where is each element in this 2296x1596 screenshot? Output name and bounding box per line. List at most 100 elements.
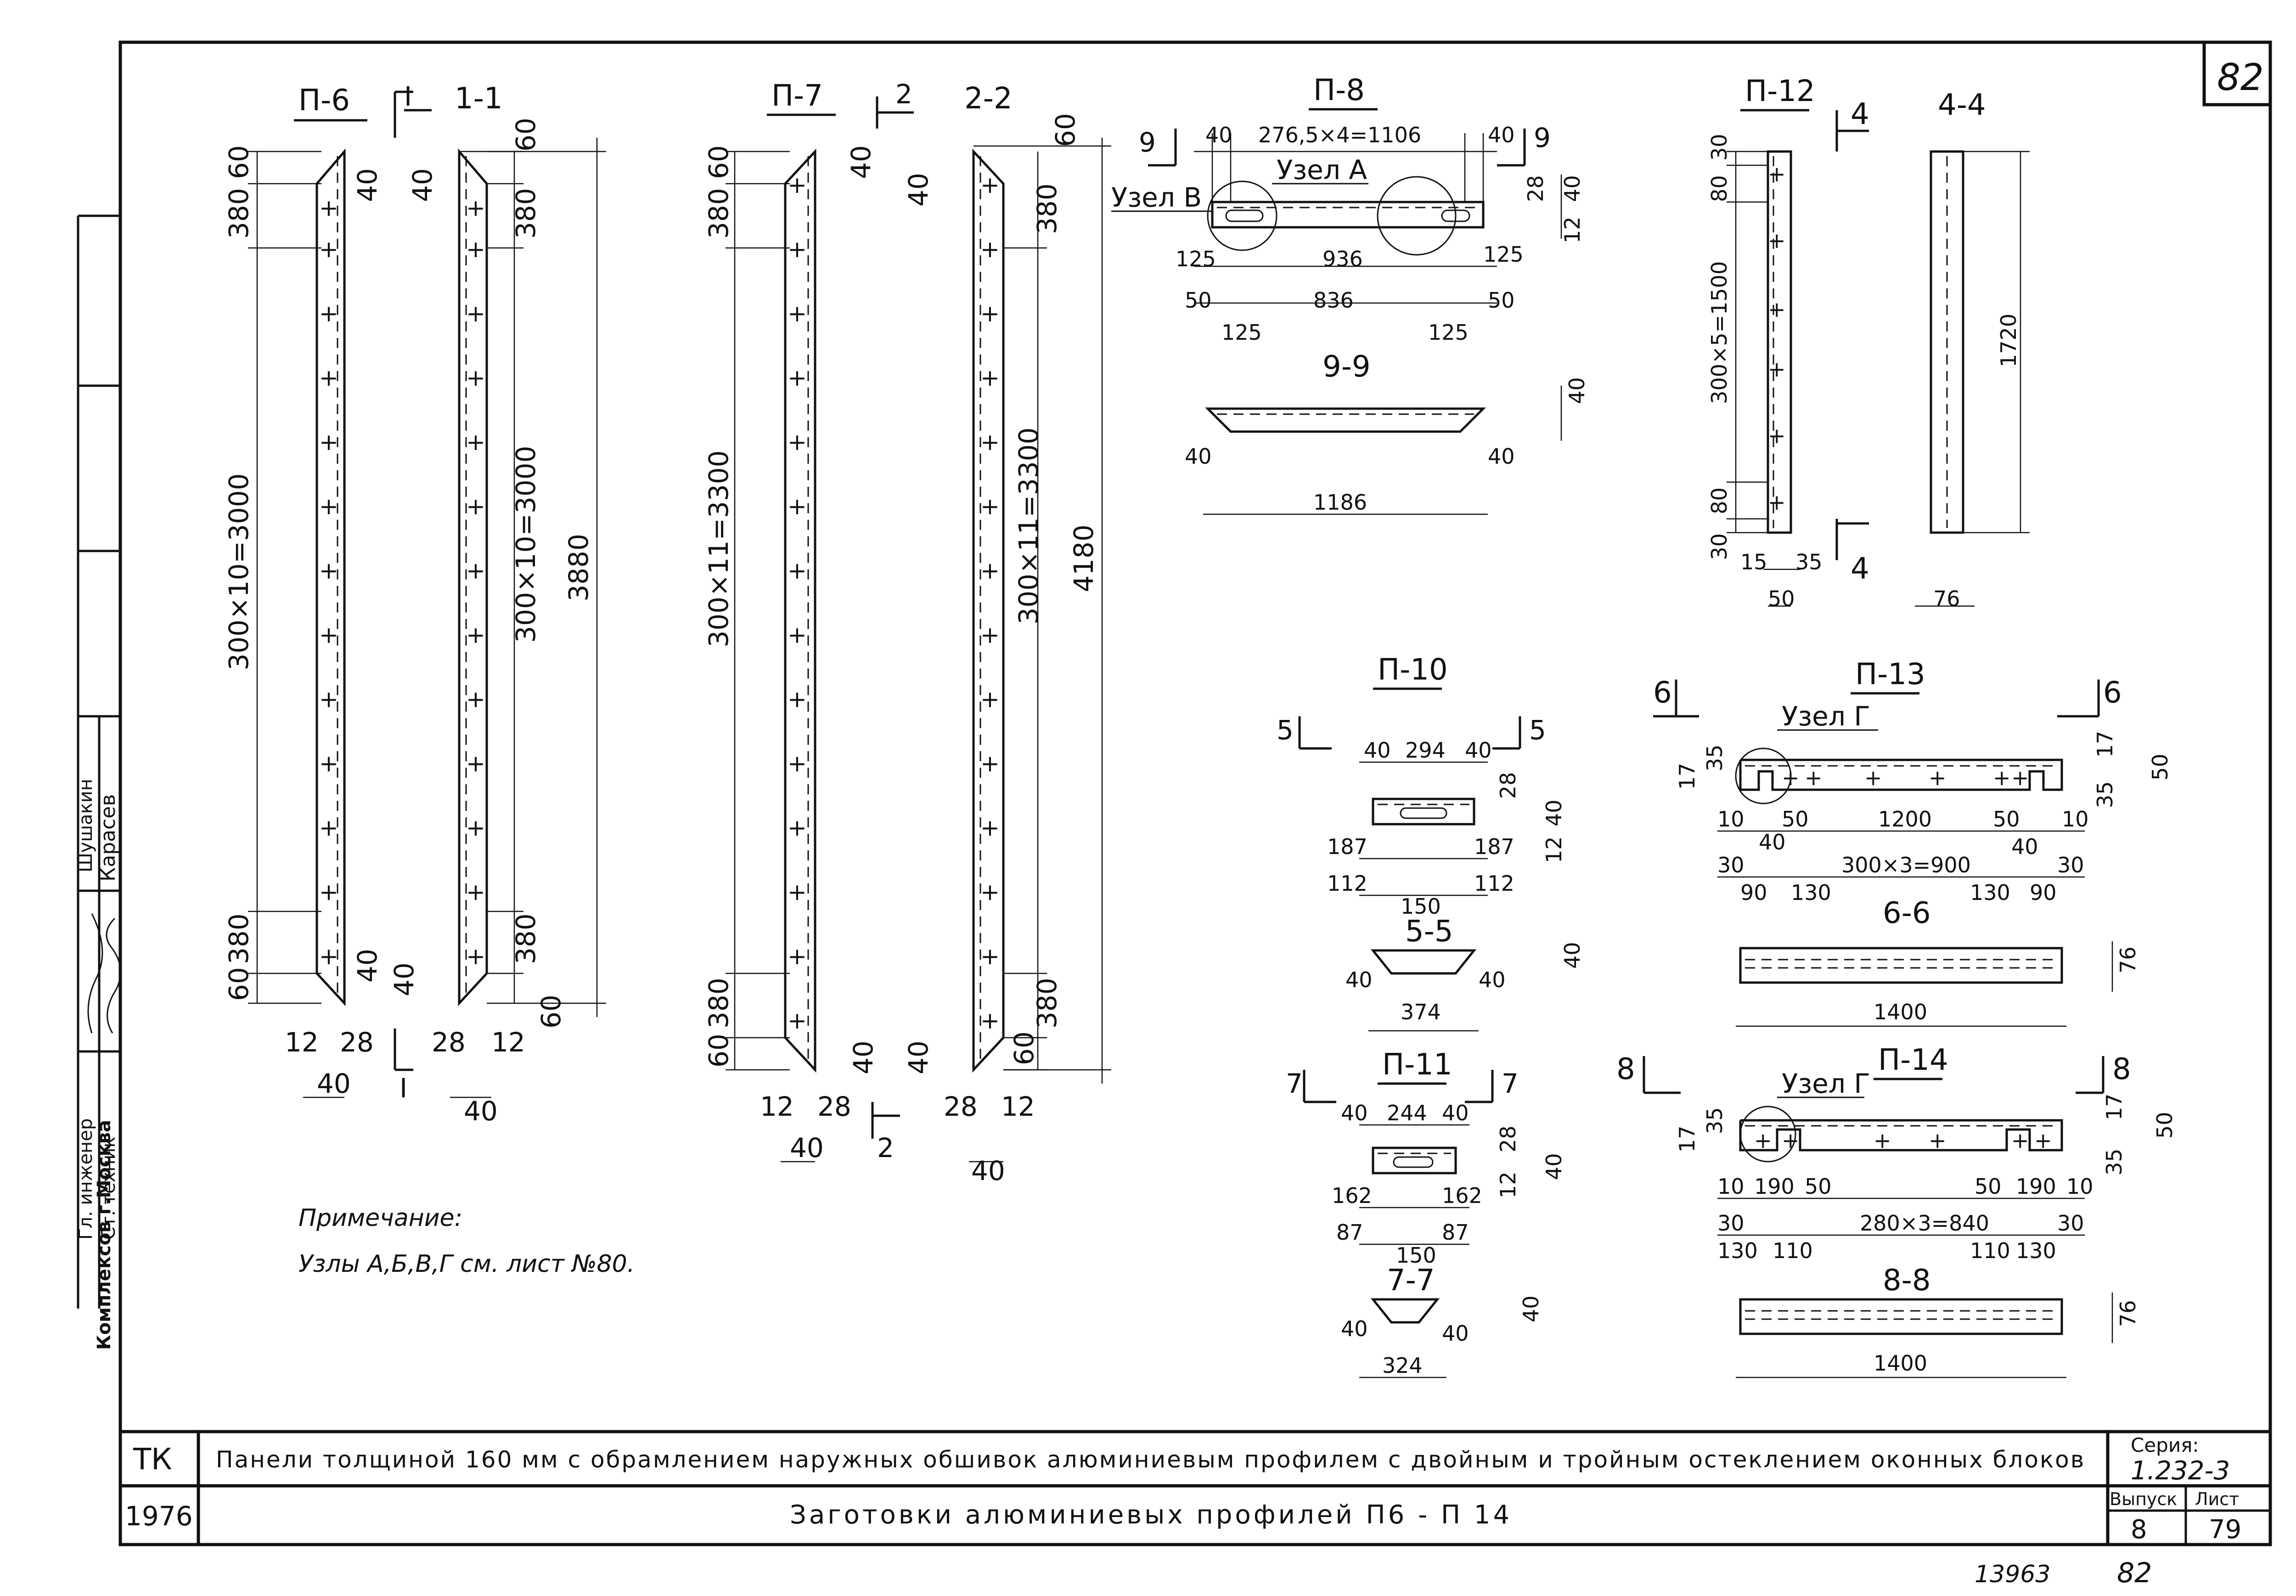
svg-text:+: + — [319, 815, 338, 841]
side-stamp: Комплексов г.Москва Гл. инженер Ст. техн… — [75, 214, 122, 1350]
svg-text:3880: 3880 — [563, 534, 594, 601]
svg-text:112: 112 — [1474, 871, 1514, 896]
svg-text:8: 8 — [1616, 1052, 1635, 1086]
drawing-p14: П-14 8 8 Узел Г ++++++ 17 35 17 50 35 10… — [1616, 1043, 2177, 1263]
svg-text:10: 10 — [2066, 1174, 2093, 1199]
svg-text:280×3=840: 280×3=840 — [1860, 1211, 1989, 1236]
svg-text:300×11=3300: 300×11=3300 — [1013, 427, 1044, 624]
svg-text:30: 30 — [1717, 1211, 1745, 1236]
svg-text:76: 76 — [2116, 946, 2140, 973]
svg-text:+: + — [980, 879, 1000, 905]
svg-text:6: 6 — [1653, 676, 1672, 710]
p7-section-mark: 2 — [895, 79, 912, 110]
svg-text:40: 40 — [1564, 377, 1589, 404]
svg-text:+: + — [980, 750, 1000, 777]
drawing-p8: П-8 9 9 Узел В Узел А 40 276,5×4=1106 40… — [1111, 73, 1585, 345]
svg-text:40: 40 — [2011, 834, 2038, 859]
node-b-label: Узел В — [1111, 182, 1202, 213]
p11-dimensions: 40 244 40 28 40 12 162 162 87 150 87 — [1332, 1101, 1566, 1268]
signature-2 — [106, 917, 122, 1034]
svg-text:+: + — [788, 365, 807, 391]
p12-profile — [1767, 150, 1792, 534]
svg-text:+: + — [2011, 1128, 2029, 1153]
sheet-frame — [118, 40, 2272, 1546]
svg-text:+: + — [466, 195, 485, 221]
svg-text:35: 35 — [2102, 1148, 2127, 1175]
svg-text:40: 40 — [1542, 799, 1566, 826]
svg-text:40: 40 — [790, 1132, 824, 1163]
sheet-label: Лист — [2195, 1489, 2239, 1509]
node-a-circle — [1377, 176, 1457, 256]
svg-text:90: 90 — [1740, 880, 1767, 905]
p7-profile-side — [972, 148, 1005, 1073]
svg-text:60: 60 — [535, 995, 567, 1028]
svg-text:+: + — [788, 493, 807, 520]
s99-profile — [1204, 407, 1486, 433]
svg-text:30: 30 — [2057, 1211, 2084, 1236]
svg-text:28: 28 — [817, 1091, 851, 1122]
svg-text:+: + — [466, 493, 485, 520]
note-text: Узлы А,Б,В,Г см. лист №80. — [298, 1250, 635, 1278]
svg-text:40: 40 — [1488, 444, 1515, 469]
svg-text:+: + — [788, 622, 807, 648]
svg-text:190: 190 — [2016, 1174, 2056, 1199]
issue-label: Выпуск — [2110, 1489, 2177, 1509]
svg-text:1720: 1720 — [1996, 314, 2021, 367]
svg-text:80: 80 — [1707, 487, 1732, 514]
svg-text:40: 40 — [1560, 942, 1585, 969]
svg-text:30: 30 — [1717, 853, 1745, 877]
svg-text:300×10=3000: 300×10=3000 — [223, 473, 254, 670]
svg-text:150: 150 — [1396, 1243, 1436, 1268]
svg-text:+: + — [980, 815, 1000, 841]
svg-text:40: 40 — [1442, 1101, 1469, 1125]
svg-text:35: 35 — [2093, 781, 2117, 808]
svg-text:+: + — [1754, 1128, 1772, 1153]
svg-text:+: + — [788, 686, 807, 713]
svg-text:300×10=3000: 300×10=3000 — [510, 446, 541, 643]
svg-text:+: + — [1929, 765, 1947, 790]
svg-text:60: 60 — [1008, 1031, 1040, 1065]
svg-text:+: + — [788, 750, 807, 777]
p7-end-section: 2 — [877, 1132, 894, 1163]
svg-text:+: + — [319, 557, 338, 584]
svg-text:40: 40 — [352, 949, 383, 983]
svg-text:+: + — [980, 943, 1000, 970]
p8-profile — [1211, 201, 1485, 229]
svg-text:380: 380 — [510, 188, 541, 239]
svg-text:12: 12 — [491, 1027, 525, 1058]
svg-text:380: 380 — [223, 913, 254, 964]
year: 1976 — [125, 1500, 193, 1532]
p14-node-label: Узел Г — [1782, 1068, 1870, 1099]
svg-text:30: 30 — [1707, 533, 1732, 560]
svg-text:1186: 1186 — [1313, 490, 1367, 515]
svg-text:+: + — [319, 686, 338, 713]
svg-text:17: 17 — [1675, 1125, 1699, 1152]
svg-text:40: 40 — [903, 173, 934, 207]
svg-text:+: + — [319, 236, 338, 263]
p10-dimensions: 40 294 40 28 40 12 187 187 112 150 112 — [1327, 738, 1566, 919]
sub-title: Заготовки алюминиевых профилей П6 - П 14 — [790, 1500, 1512, 1530]
svg-text:300×5=1500: 300×5=1500 — [1707, 261, 1732, 404]
svg-text:+: + — [980, 236, 1000, 263]
svg-text:8-8: 8-8 — [1883, 1264, 1931, 1298]
svg-text:П-14: П-14 — [1878, 1043, 1948, 1077]
svg-text:40: 40 — [317, 1068, 351, 1099]
svg-text:90: 90 — [2030, 880, 2057, 905]
svg-text:П-11: П-11 — [1382, 1048, 1452, 1082]
svg-text:9: 9 — [1139, 127, 1156, 158]
p14-profile — [1739, 1119, 2063, 1152]
svg-text:+: + — [788, 429, 807, 455]
svg-text:110: 110 — [1773, 1238, 1813, 1263]
svg-text:15: 15 — [1740, 550, 1767, 574]
svg-text:+: + — [319, 493, 338, 520]
section-6-6: 6-6 76 1400 — [1736, 896, 2140, 1027]
svg-text:12: 12 — [1496, 1171, 1520, 1198]
svg-text:+: + — [788, 943, 807, 970]
svg-text:60: 60 — [703, 145, 734, 179]
svg-text:17: 17 — [2093, 731, 2117, 758]
svg-text:125: 125 — [1483, 242, 1524, 267]
section-8-8: 8-8 76 1400 — [1736, 1264, 2140, 1378]
svg-text:40: 40 — [1465, 738, 1492, 763]
svg-text:276,5×4=1106: 276,5×4=1106 — [1258, 123, 1421, 147]
